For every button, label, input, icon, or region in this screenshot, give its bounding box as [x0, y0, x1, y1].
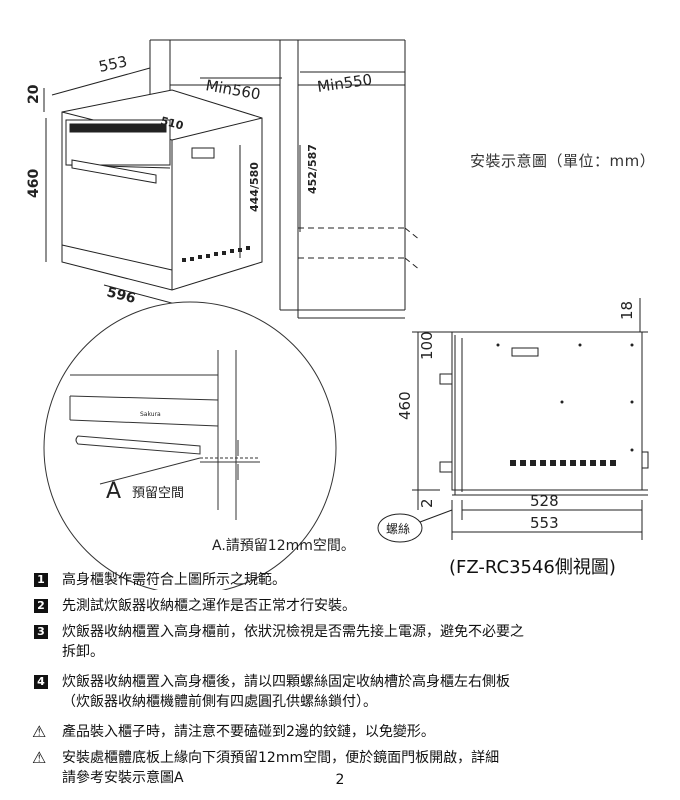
warning-icon: ⚠ — [32, 748, 47, 767]
dim-596-label: 596 — [105, 284, 137, 307]
side-vent-slots — [496, 343, 634, 466]
side-dim-460-label: 460 — [396, 391, 414, 420]
side-dim-100-label: 100 — [418, 331, 436, 360]
page-number: 2 — [335, 772, 345, 788]
note-text: 炊飯器收納櫃置入高身櫃前，依狀況檢視是否需先接上電源，避免不必要之 — [62, 624, 524, 640]
note-item: 4 炊飯器收納櫃置入高身櫃後，請以四顆螺絲固定收納槽於高身櫃左右側板 （炊飯器收… — [34, 672, 654, 712]
side-dim-2-label: 2 — [418, 498, 436, 508]
detail-circle-a — [43, 301, 337, 590]
model-caption: (FZ-RC3546側視圖) — [449, 557, 616, 578]
detail-brand: Sakura — [140, 411, 161, 418]
detail-label-a: A — [106, 479, 121, 504]
dim-min550-label: Min550 — [316, 70, 373, 96]
dim-452-587-label: 452/587 — [306, 144, 319, 194]
dim-20-label: 20 — [26, 84, 42, 104]
note-text-continued: 拆卸。 — [62, 644, 104, 660]
dim-460-label: 460 — [26, 169, 42, 198]
installation-diagram: 553 Min560 Min550 20 460 510 444/580 452… — [26, 39, 649, 590]
warning-text-continued: 請參考安裝示意圖A — [62, 770, 184, 786]
note-text: 炊飯器收納櫃置入高身櫃後，請以四顆螺絲固定收納槽於高身櫃左右側板 — [62, 674, 510, 690]
note-item: 2 先測試炊飯器收納櫃之運作是否正常才行安裝。 — [34, 596, 654, 616]
install-caption: 安裝示意圖（單位：mm） — [470, 152, 656, 170]
screw-label: 螺絲 — [386, 521, 410, 536]
warning-icon: ⚠ — [32, 722, 47, 741]
warning-text: 安裝處櫃體底板上緣向下須預留12mm空間，便於鏡面門板開啟，詳細 — [62, 750, 500, 766]
warning-item: ⚠ 安裝處櫃體底板上緣向下須預留12mm空間，便於鏡面門板開啟，詳細 請參考安裝… — [32, 748, 654, 788]
notes-list: 1 高身櫃製作需符合上圖所示之規範。 2 先測試炊飯器收納櫃之運作是否正常才行安… — [32, 570, 654, 794]
side-dim-553-label: 553 — [530, 514, 559, 532]
detail-label-reserved: 預留空間 — [132, 486, 184, 501]
cabinet-drawing — [43, 39, 421, 319]
warning-item: ⚠ 產品裝入櫃子時，請注意不要磕碰到2邊的鉸鏈，以免變形。 — [32, 722, 654, 742]
detail-note-a: A.請預留12mm空間。 — [212, 538, 355, 554]
note-text: 高身櫃製作需符合上圖所示之規範。 — [62, 572, 286, 588]
warning-text: 產品裝入櫃子時，請注意不要磕碰到2邊的鉸鏈，以免變形。 — [62, 724, 435, 740]
side-dim-18-label: 18 — [618, 301, 636, 320]
note-text-continued: （炊飯器收納櫃機體前側有四處圓孔供螺絲鎖付）。 — [62, 694, 377, 710]
note-item: 1 高身櫃製作需符合上圖所示之規範。 — [34, 570, 654, 590]
dim-min560-label: Min560 — [204, 76, 262, 103]
dim-510-label: 510 — [159, 114, 185, 132]
note-number-badge: 3 — [34, 625, 48, 639]
dim-553-label: 553 — [97, 52, 129, 76]
side-dim-528-label: 528 — [530, 492, 559, 510]
note-item: 3 炊飯器收納櫃置入高身櫃前，依狀況檢視是否需先接上電源，避免不必要之 拆卸。 — [34, 622, 654, 662]
note-number-badge: 1 — [34, 573, 48, 587]
dim-444-580-label: 444/580 — [248, 162, 261, 212]
note-number-badge: 2 — [34, 599, 48, 613]
note-number-badge: 4 — [34, 675, 48, 689]
note-text: 先測試炊飯器收納櫃之運作是否正常才行安裝。 — [62, 598, 356, 614]
